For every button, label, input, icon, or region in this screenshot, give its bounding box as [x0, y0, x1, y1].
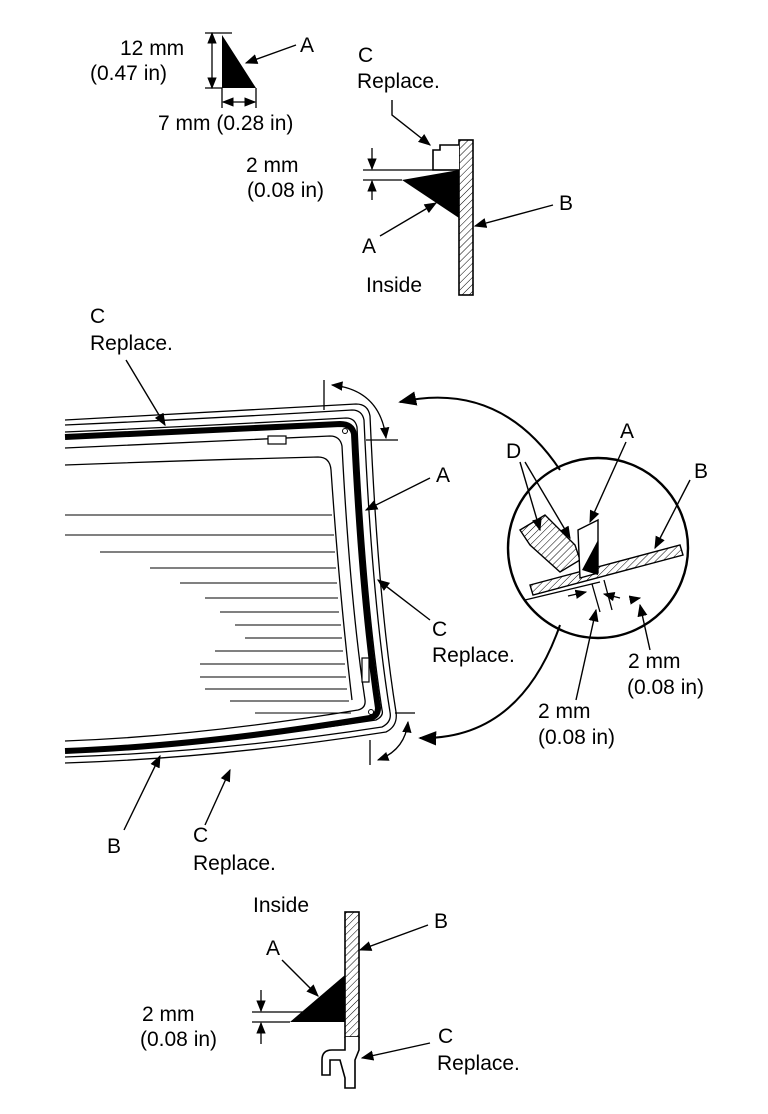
glass-section-lower: [344, 911, 360, 1038]
glass-section-detail: [529, 544, 684, 596]
gap-detail-right-in: (0.08 in): [627, 676, 704, 699]
upper-section-detail: C Replace. 2 mm (0.08 in) A B Inside: [246, 44, 573, 297]
label-a-upper: A: [362, 235, 376, 258]
label-b-lower: B: [434, 910, 448, 933]
label-d-detail: D: [506, 440, 521, 463]
replace-mid-top: Replace.: [90, 332, 173, 355]
label-a-lower: A: [266, 937, 280, 960]
adhesive-bead-lower: [290, 975, 345, 1022]
label-c-mid-top: C: [90, 305, 105, 328]
label-c-mid-bottom: C: [193, 824, 208, 847]
windshield-corner-view: C Replace. A C Replace. B C Replace.: [64, 305, 515, 875]
glass-shading-lines: [65, 514, 351, 714]
circle-magnified-detail: D A B 2 mm (0.08 in) 2 mm (0.08 in): [398, 391, 708, 749]
molding-section-lower: [321, 1037, 360, 1089]
bead-height-mm: 12 mm: [120, 37, 184, 60]
label-c-mid-right: C: [432, 618, 447, 641]
replace-mid-bottom: Replace.: [193, 852, 276, 875]
gap-lower-mm: 2 mm: [142, 1003, 195, 1026]
adhesive-bead-triangle: [222, 35, 256, 88]
gap-upper-mm: 2 mm: [246, 154, 299, 177]
glass-section-upper: [458, 139, 474, 296]
label-b-detail: B: [694, 460, 708, 483]
gap-detail-left-in: (0.08 in): [538, 726, 615, 749]
lower-section-detail: Inside B A 2 mm (0.08 in) C Replace.: [140, 894, 520, 1089]
replace-upper: Replace.: [357, 70, 440, 93]
label-b-upper: B: [559, 192, 573, 215]
label-c-lower: C: [438, 1025, 453, 1048]
label-a-mid: A: [436, 464, 450, 487]
replace-lower: Replace.: [437, 1052, 520, 1075]
label-a-bead: A: [300, 34, 314, 57]
adhesive-bead-outline: [64, 420, 382, 754]
inside-lower: Inside: [253, 894, 309, 917]
gap-detail-right-mm: 2 mm: [628, 650, 681, 673]
adhesive-bead-upper: [402, 170, 459, 218]
bead-height-in: (0.47 in): [90, 62, 167, 85]
gap-detail-left-mm: 2 mm: [538, 700, 591, 723]
label-a-detail: A: [620, 420, 634, 443]
bead-width-dim: 7 mm (0.28 in): [158, 112, 293, 135]
molding-section-upper: [432, 144, 459, 171]
label-b-mid: B: [107, 835, 121, 858]
inside-upper: Inside: [366, 274, 422, 297]
gap-lower-in: (0.08 in): [140, 1028, 217, 1051]
adhesive-bead-detail: [582, 540, 598, 575]
replace-mid-right: Replace.: [432, 644, 515, 667]
gap-upper-in: (0.08 in): [247, 179, 324, 202]
bead-profile-detail: 12 mm (0.47 in) 7 mm (0.28 in) A: [90, 31, 314, 135]
label-c-upper: C: [358, 44, 373, 67]
